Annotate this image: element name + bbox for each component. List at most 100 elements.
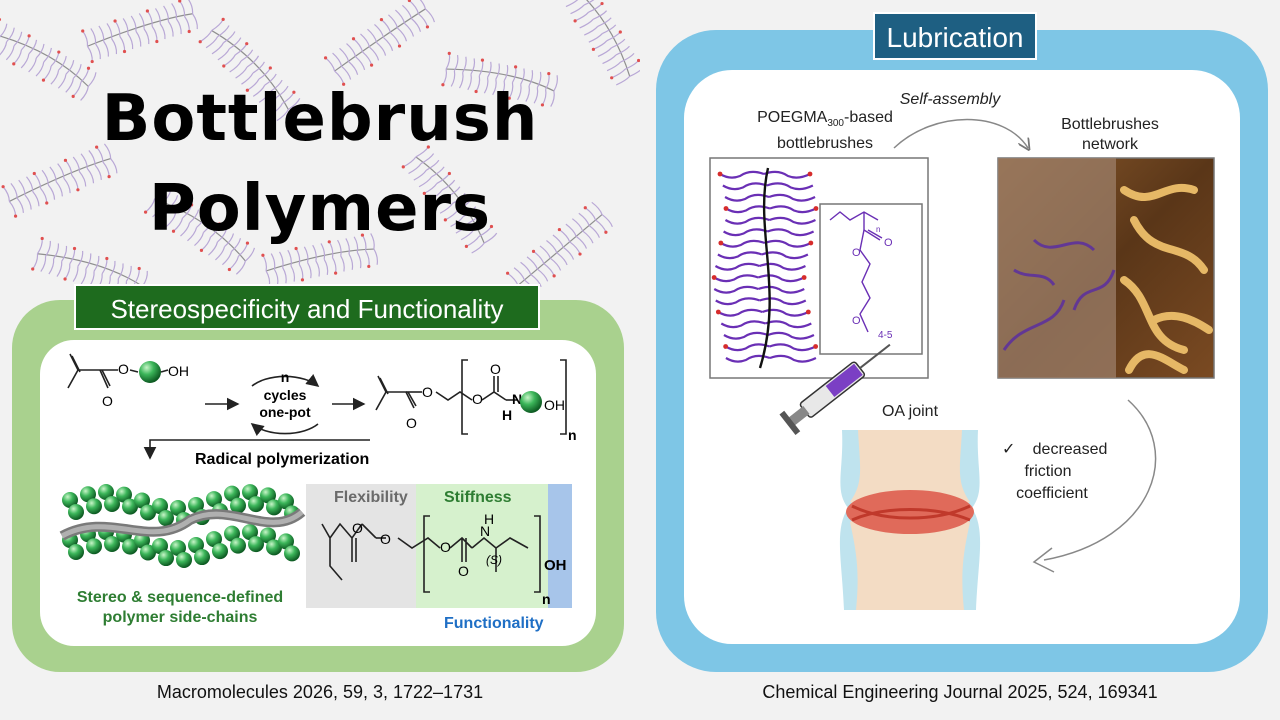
end-group-dot: [808, 240, 814, 246]
background-side-chain: [360, 33, 371, 48]
background-end-group: [145, 9, 149, 13]
purple-bottlebrush-icon: [711, 170, 819, 363]
background-side-chain: [201, 237, 212, 251]
background-side-chain: [234, 43, 248, 56]
background-side-chain: [208, 241, 219, 256]
background-end-group: [31, 267, 35, 271]
background-side-chain: [462, 56, 467, 73]
background-end-group: [107, 175, 111, 179]
background-side-chain: [69, 248, 76, 265]
background-end-group: [269, 112, 273, 117]
network-label: Bottlebrushes network: [1030, 115, 1190, 155]
background-side-chain: [575, 235, 588, 249]
background-end-group: [294, 246, 298, 251]
functionality-region: [548, 484, 572, 608]
background-end-group: [300, 278, 305, 282]
background-end-group: [367, 264, 371, 269]
side-chain-left: [713, 274, 759, 283]
background-side-chain: [565, 223, 577, 237]
background-side-chain: [552, 234, 564, 248]
side-chain-left: [725, 205, 771, 214]
left-citation: Macromolecules 2026, 59, 3, 1722–1731: [156, 682, 484, 702]
background-side-chain: [381, 19, 392, 33]
background-end-group: [583, 206, 587, 210]
background-side-chain: [298, 263, 304, 280]
background-side-chain: [2, 186, 10, 202]
green-sphere: [188, 537, 204, 554]
green-sphere: [206, 491, 222, 508]
background-end-group: [540, 103, 545, 107]
background-brush: [517, 214, 603, 286]
background-side-chain: [584, 207, 597, 221]
background-side-chain: [32, 191, 40, 207]
chem-o-1: O: [884, 237, 893, 249]
background-side-chain: [462, 206, 477, 218]
background-end-group: [480, 58, 485, 62]
background-brush: [154, 198, 246, 262]
background-side-chain: [588, 33, 603, 43]
background-side-chain: [570, 4, 585, 15]
background-side-chain: [32, 253, 39, 270]
end-group-dot: [801, 275, 807, 280]
background-end-group: [72, 246, 77, 251]
background-side-chain: [287, 249, 292, 266]
title-line-1: Bottlebrush: [101, 82, 539, 156]
background-end-group: [122, 49, 127, 54]
green-sphere: [140, 544, 156, 561]
background-end-group: [71, 94, 75, 98]
background-end-group: [155, 39, 159, 44]
background-end-group: [57, 50, 61, 54]
background-side-chain: [43, 65, 52, 81]
background-side-chain: [151, 25, 158, 42]
background-side-chain: [159, 23, 166, 40]
background-side-chain: [90, 28, 97, 44]
stereo-s-label: (S): [486, 553, 502, 567]
background-side-chain: [353, 236, 359, 253]
green-sphere: [266, 499, 282, 516]
product-structure: [375, 359, 567, 435]
background-side-chain: [64, 263, 71, 280]
struct-n-atom: N: [480, 523, 490, 539]
green-sphere: [224, 525, 240, 542]
end-group-dot: [813, 206, 819, 211]
background-side-chain: [325, 57, 336, 72]
background-end-group: [573, 19, 577, 23]
background-side-chain: [215, 246, 226, 261]
background-side-chain: [276, 85, 289, 98]
background-side-chain: [458, 72, 464, 89]
background-end-group: [268, 66, 272, 70]
background-end-group: [507, 96, 511, 100]
background-end-group: [137, 266, 141, 271]
background-side-chain: [33, 173, 42, 189]
background-side-chain: [221, 251, 233, 266]
background-side-chain: [616, 75, 631, 86]
background-side-chain: [332, 52, 343, 67]
green-sphere: [206, 531, 222, 548]
stiffness-label: Stiffness: [444, 489, 512, 506]
background-side-chain: [388, 14, 399, 29]
background-side-chain: [513, 267, 525, 281]
background-side-chain: [447, 186, 461, 198]
background-side-chain: [53, 243, 60, 260]
background-side-chain: [106, 23, 113, 39]
background-side-chain: [408, 163, 422, 175]
background-side-chain: [312, 244, 317, 261]
background-end-group: [32, 171, 36, 176]
side-chain-right: [764, 239, 812, 248]
background-side-chain: [467, 74, 472, 91]
background-side-chain: [40, 187, 48, 204]
background-end-group: [245, 88, 249, 92]
background-end-group: [422, 191, 426, 195]
background-side-chain: [13, 49, 23, 65]
background-side-chain: [6, 27, 15, 43]
background-side-chain: [530, 274, 542, 287]
struct-subscript-n: n: [542, 591, 551, 607]
side-chain-right: [767, 331, 815, 340]
background-side-chain: [331, 257, 337, 274]
background-side-chain: [235, 260, 246, 275]
right-citation: Chemical Engineering Journal 2025, 524, …: [762, 682, 1158, 702]
side-chain-left: [724, 193, 770, 202]
background-side-chain: [553, 75, 559, 92]
caption-line-2: polymer side-chains: [103, 609, 258, 626]
background-side-chain: [584, 26, 599, 36]
